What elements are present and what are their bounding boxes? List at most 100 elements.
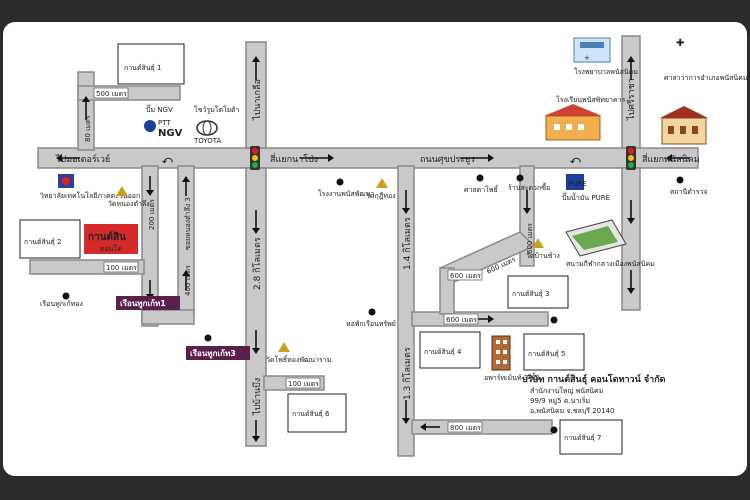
label-apartment: อพาร์ทเม้นท์ 3 ชั้น <box>484 371 540 382</box>
label-north-left: ไปนาเกลือ <box>252 79 263 121</box>
kanin-logo: กานต์สิน คอนโด <box>84 224 138 254</box>
pure-icon: PURE <box>566 174 587 190</box>
school-icon <box>544 104 602 141</box>
ruean-2-dot <box>204 334 212 342</box>
kanin-logo-text: กานต์สิน <box>88 231 126 243</box>
label-toyota: โชว์รูมโตโยต้า <box>194 105 240 114</box>
dist-100a: 100 เมตร <box>106 264 137 272</box>
label-napong: สี่แยกนาโป่ง <box>270 152 318 165</box>
svg-text:PURE: PURE <box>568 180 587 188</box>
label-sala: ศาลตาโพธิ์ <box>464 184 499 194</box>
district-office-icon <box>660 106 708 145</box>
svg-text:NGV: NGV <box>158 128 183 139</box>
temple-chanu-icon <box>278 342 290 352</box>
map-svg: ⤺ ⤺ ไปมอเตอร์เวย์ สี่แยกนาโป่ง ถนนศุขประ… <box>19 35 747 457</box>
label-pure: ปั๊มน้ำมัน PURE <box>562 191 610 202</box>
label-district: ศาลาว่าการอำเภอพนัสนิคม <box>664 74 747 82</box>
dist-80: 80 เมตร <box>84 115 92 142</box>
temple-ban-icon <box>532 238 544 248</box>
project-logo-3 <box>507 275 569 309</box>
road-left-join <box>141 309 195 325</box>
project-logo-2-label: กานต์สินธุ์ 2 <box>24 238 62 246</box>
company-branch: สำนักงานใหญ่ พนัสนิคม <box>530 386 603 395</box>
label-temple-chanu: วัดโพธิ์ทองพัฒนาราม <box>266 354 331 364</box>
misc-dot-1 <box>550 426 558 434</box>
red-cross-icon: ✚ <box>676 38 684 49</box>
label-motorway: ไปมอเตอร์เวย์ <box>55 153 110 165</box>
road-14km <box>397 165 415 457</box>
ruean-tag-2-label: เรือนทูกเก้ท3 <box>190 348 236 359</box>
stadium-icon <box>565 219 627 257</box>
ruean-tag-1 <box>116 296 180 310</box>
toyota-icon <box>196 120 218 136</box>
label-factory: โรงงานพนัสพัฒนา <box>318 189 374 198</box>
label-temple-ban: วัดบ้านช้าง <box>526 252 560 260</box>
dist-500: 500 เมตร <box>96 90 127 98</box>
label-police: สถานีตำรวจ <box>670 188 708 196</box>
project-logo-1 <box>117 43 185 85</box>
apartment-icon <box>491 335 511 371</box>
roads <box>29 35 699 457</box>
svg-text:+: + <box>584 54 590 62</box>
ruean-left-dot <box>62 292 70 300</box>
map-card: ⤺ ⤺ ไปมอเตอร์เวย์ สี่แยกนาโป่ง ถนนศุขประ… <box>3 22 747 476</box>
label-13km: 1.3 กิโลเมตร <box>402 347 413 400</box>
project-logo-6-label: กานต์สินธุ์ 6 <box>292 410 330 418</box>
ruean-tag-2 <box>186 346 250 360</box>
traffic-light-right <box>626 146 636 170</box>
uturn-left-icon: ⤺ <box>162 155 173 166</box>
road-left-v1 <box>141 165 159 327</box>
project-logo-2 <box>19 219 81 259</box>
factory-dot <box>336 178 344 186</box>
uturn-right-icon: ⤺ <box>570 155 581 166</box>
project-logo-5 <box>523 333 585 371</box>
company-district: อ.พนัสนิคม จ.ชลบุรี 20140 <box>530 407 614 415</box>
label-sukprayoon: ถนนศุขประยูร <box>420 155 475 165</box>
label-ruean-left: เรือนทูกเก้ทอง <box>40 300 83 308</box>
temple-kong-icon <box>376 178 388 188</box>
kanin-logo-sub: คอนโด <box>100 244 122 253</box>
label-south-left: ไปบ้านบึง <box>252 378 263 416</box>
project-logo-4 <box>419 331 481 369</box>
dist-600a: 600 เมตร <box>450 272 481 280</box>
hospital-icon: + <box>573 37 611 63</box>
company-info: บริษัท กานต์สินธุ์ คอนโดทาวน์ จำกัด สำนั… <box>522 373 666 415</box>
dist-800: 800 เมตร <box>450 424 481 432</box>
label-14km: 1.4 กิโลเมตร <box>402 217 413 270</box>
label-ptt: ปั๊ม NGV <box>146 104 173 114</box>
label-temple-left: วัดหนองตำลึง <box>108 199 150 208</box>
label-college: วิทยาลัยเทคโนโลยีภาคตะวันออก <box>40 191 140 200</box>
project-logo-6 <box>287 393 347 433</box>
project-logo-1-label: กานต์สินธุ์ 1 <box>124 64 162 72</box>
label-stadium: สนามกีฬากลางเมืองพนัสนิคม <box>566 260 655 268</box>
label-north-right: ไปศรีราชา <box>626 78 637 121</box>
project-logo-3-label: กานต์สินธุ์ 3 <box>512 290 550 298</box>
label-temple-kong: วัดกุฎีทอง <box>366 192 396 200</box>
svg-text:PTT: PTT <box>158 119 171 127</box>
label-phanat-junction: สี่แยกพนัสนิคม <box>642 152 700 165</box>
ruean-tag-1-label: เรือนทูกเก้ท1 <box>120 298 166 309</box>
main-road <box>37 147 699 169</box>
road-top-left-east <box>77 85 181 101</box>
project-logo-7 <box>559 419 623 455</box>
misc-dot-2 <box>550 316 558 324</box>
traffic-light-left <box>250 146 260 170</box>
road-arrows <box>56 56 690 442</box>
project-logo-4-label: กานต์สินธุ์ 4 <box>424 348 462 356</box>
sala-dot <box>476 174 484 182</box>
dist-400: 400 เมตร <box>184 265 192 296</box>
project-logos: กานต์สินธุ์ 1 กานต์สินธุ์ 2 กานต์สินธุ์ … <box>19 43 623 455</box>
college-icon <box>58 174 74 188</box>
project-logo-7-label: กานต์สินธุ์ 7 <box>564 434 602 442</box>
dist-200: 200 เมตร <box>148 199 156 230</box>
label-soi: ซอยหนองตำลึง 3 <box>183 197 192 250</box>
label-school: โรงเรียนพนัสพิทยาคาร <box>556 95 626 104</box>
project-logo-5-label: กานต์สินธุ์ 5 <box>528 350 566 358</box>
company-address: 99/9 หมู่5 ต.นาเริ่ม <box>530 396 590 405</box>
label-condo: หอพักเรือนทรัพย์ <box>346 320 396 328</box>
dist-600d: 600 เมตร <box>446 316 477 324</box>
toyota-logo-text: TOYOTA <box>193 137 222 145</box>
dist-100b: 100 เมตร <box>288 380 319 388</box>
police-dot <box>676 176 684 184</box>
label-28km: 2.8 กิโลเมตร <box>252 237 263 290</box>
